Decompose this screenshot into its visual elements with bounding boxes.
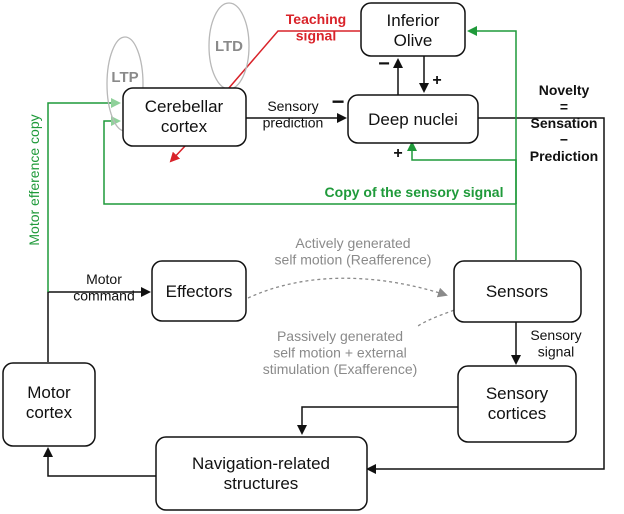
label-deep-nuclei: Deep nuclei: [368, 110, 458, 129]
arrow-exafference: [417, 305, 466, 327]
box-navigation: [155, 436, 368, 511]
box-sensors: [453, 260, 582, 323]
box-cerebellar-cortex: [122, 87, 247, 147]
arrow-teaching-output: [169, 144, 187, 163]
label-effectors: Effectors: [166, 282, 233, 301]
arrow-navigation-to-motor-cortex: [43, 447, 156, 477]
box-deep-nuclei: [347, 94, 479, 144]
label-ltp: LTP: [111, 69, 138, 86]
arrow-sensory-copy-to-cortex: [103, 116, 517, 260]
label-novelty: Novelty=Sensation−Prediction: [530, 82, 598, 164]
arrow-reafference: [247, 277, 448, 299]
sign-olive-to-nuclei: +: [432, 72, 441, 89]
label-sensors: Sensors: [486, 282, 548, 301]
box-effectors: [151, 260, 247, 322]
arrow-sensory-cortices-to-navigation: [297, 406, 458, 435]
arrow-teaching-signal: [221, 30, 360, 97]
label-motor-efference-copy: Motor efference copy: [26, 114, 42, 245]
arrow-sensory-copy-to-olive: [467, 26, 517, 204]
box-sensory-cortices: [457, 365, 577, 443]
sign-cortex-to-nuclei: −: [332, 89, 345, 114]
sign-copy-to-nuclei: +: [393, 145, 402, 162]
box-motor-cortex: [2, 362, 96, 447]
arrow-nuclei-to-navigation: [366, 117, 605, 474]
arrow-motor-efference-copy: [47, 98, 121, 292]
sign-nuclei-to-olive: −: [378, 53, 390, 75]
box-inferior-olive: [360, 2, 466, 57]
label-copy-sensory-signal: Copy of the sensory signal: [325, 184, 504, 200]
label-ltd: LTD: [215, 38, 243, 55]
